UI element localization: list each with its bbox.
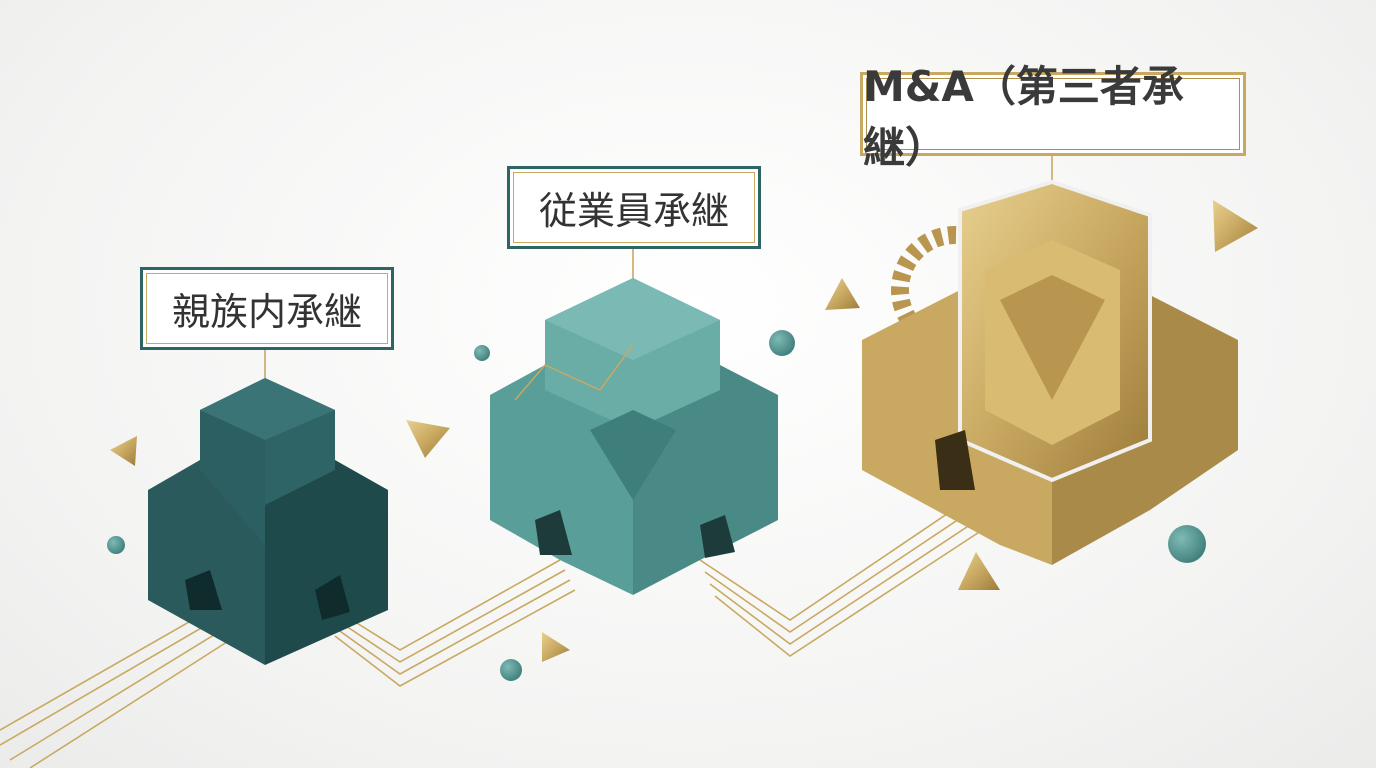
triangle-icon <box>406 420 450 458</box>
sphere-icon <box>1168 525 1206 563</box>
decor-triangles <box>110 200 1258 662</box>
decor-spheres <box>107 330 1206 681</box>
employee-succession-label: 従業員承継 <box>507 166 761 249</box>
employee-succession-block <box>490 278 778 595</box>
family-succession-label: 親族内承継 <box>140 267 394 350</box>
triangle-icon <box>958 552 1000 590</box>
sphere-icon <box>107 536 125 554</box>
ma-succession-label: M&A（第三者承継） <box>860 62 1246 172</box>
sphere-icon <box>769 330 795 356</box>
triangle-icon <box>542 632 570 662</box>
sphere-icon <box>474 345 490 361</box>
connector-lines <box>0 156 1053 768</box>
family-succession-block <box>148 378 388 665</box>
triangle-icon <box>110 436 137 466</box>
ma-succession-block <box>862 179 1238 565</box>
sphere-icon <box>500 659 522 681</box>
triangle-icon <box>825 278 860 310</box>
triangle-icon <box>1213 200 1258 252</box>
